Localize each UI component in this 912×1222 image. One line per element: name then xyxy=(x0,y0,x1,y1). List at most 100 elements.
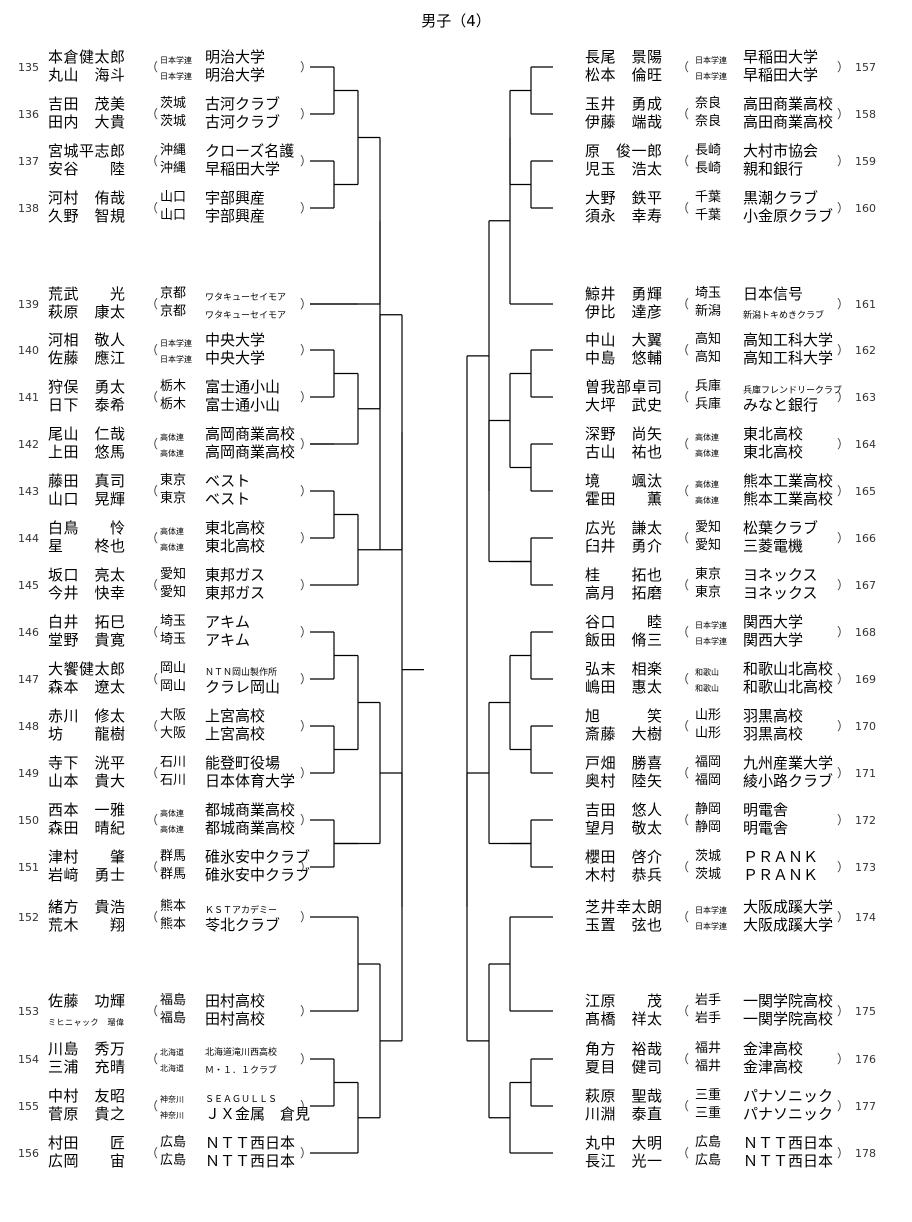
entry-row: 境 颯汰霍田 薫（高体連高体連熊本工業高校熊本工業高校）165 xyxy=(557,472,887,512)
club-name: 富士通小山 xyxy=(205,396,281,414)
club-name: ＫＳＴアカデミー xyxy=(205,906,278,916)
prefecture: 山形 xyxy=(695,708,722,723)
club-name: ＮＴＴ西日本 xyxy=(743,1134,834,1152)
entry-number: 164 xyxy=(855,438,876,451)
club-name: 金津高校 xyxy=(743,1040,804,1058)
club-name: ＳＥＡＧＵＬＬＳ xyxy=(205,1095,278,1105)
partner-name: 岩﨑 勇士 xyxy=(48,866,126,884)
page-title: 男子（4） xyxy=(421,12,491,30)
entry-number: 151 xyxy=(18,861,39,874)
player-name: 村田 匠 xyxy=(48,1134,126,1152)
prefecture: 新潟 xyxy=(695,304,722,319)
entry-number: 177 xyxy=(855,1100,876,1113)
club-name: 兵庫フレンドリークラブ xyxy=(743,386,843,396)
partner-name: 田内 大貴 xyxy=(48,113,126,131)
player-name: 津村 肇 xyxy=(48,848,126,866)
club-name: 一関学院高校 xyxy=(743,1010,834,1028)
club-name: 早稲田大学 xyxy=(205,160,281,178)
club-name: 日本体育大学 xyxy=(205,772,296,790)
paren: ） xyxy=(837,860,850,874)
player-name: 吉田 茂美 xyxy=(48,95,126,113)
paren: ） xyxy=(300,437,313,451)
prefecture: 日本学連 xyxy=(160,72,192,81)
player-name: 佐藤 功輝 xyxy=(48,992,126,1010)
partner-name: 堂野 貴寛 xyxy=(48,631,126,649)
entry-number: 143 xyxy=(18,485,39,498)
entry-row: 角方 裕哉夏目 健司（福井福井金津高校金津高校）176 xyxy=(557,1040,887,1080)
prefecture: 三重 xyxy=(695,1088,722,1103)
prefecture: 日本学連 xyxy=(695,922,727,931)
entry-number: 140 xyxy=(18,344,39,357)
prefecture: 日本学連 xyxy=(695,637,727,646)
paren: （ xyxy=(677,672,690,686)
player-name: 寺下 洸平 xyxy=(48,754,126,772)
paren: （ xyxy=(677,860,690,874)
partner-name: 丸山 海斗 xyxy=(48,66,126,84)
entry-number: 172 xyxy=(855,814,876,827)
prefecture: 埼玉 xyxy=(160,614,187,629)
paren: ） xyxy=(837,390,850,404)
paren: （ xyxy=(677,484,690,498)
entry-number: 142 xyxy=(18,438,39,451)
prefecture: 岩手 xyxy=(695,1011,722,1026)
entry-row: 長尾 景陽松本 倫旺（日本学連日本学連早稲田大学早稲田大学）157 xyxy=(557,48,887,88)
player-name: 狩俣 勇太 xyxy=(48,378,126,396)
club-name: ＰＲＡＮＫ xyxy=(743,866,819,884)
entry-number: 162 xyxy=(855,344,876,357)
entry-number: 163 xyxy=(855,391,876,404)
paren: ） xyxy=(300,578,313,592)
prefecture: 日本学連 xyxy=(160,339,192,348)
player-name: 萩原 聖哉 xyxy=(585,1087,663,1105)
prefecture: 山形 xyxy=(695,726,722,741)
prefecture: 奈良 xyxy=(695,114,722,129)
entry-row: 中山 大翼中島 悠輔（高知高知高知工科大学高知工科大学）162 xyxy=(557,331,887,371)
prefecture: 愛知 xyxy=(695,538,722,553)
club-name: 金津高校 xyxy=(743,1058,804,1076)
club-name: 東北高校 xyxy=(743,425,804,443)
club-name: 高知工科大学 xyxy=(743,349,834,367)
club-name: 高田商業高校 xyxy=(743,113,834,131)
paren: （ xyxy=(146,813,159,827)
entry-number: 175 xyxy=(855,1005,876,1018)
player-name: 深野 尚矢 xyxy=(585,425,663,443)
prefecture: 愛知 xyxy=(160,567,187,582)
prefecture: 日本学連 xyxy=(160,56,192,65)
partner-name: 伊藤 端哉 xyxy=(585,113,663,131)
paren: ） xyxy=(837,910,850,924)
paren: ） xyxy=(837,343,850,357)
player-name: 尾山 仁哉 xyxy=(48,425,126,443)
entry-row: 弘末 相楽嶋田 惠太（和歌山和歌山和歌山北高校和歌山北高校）169 xyxy=(557,660,887,700)
prefecture: 高知 xyxy=(695,350,722,365)
player-name: 本倉健太郎 xyxy=(48,48,126,66)
player-name: 坂口 亮太 xyxy=(48,566,126,584)
prefecture: 岡山 xyxy=(160,679,187,694)
player-name: 大野 鉄平 xyxy=(585,189,663,207)
club-name: 一関学院高校 xyxy=(743,992,834,1010)
club-name: アキム xyxy=(205,631,251,649)
prefecture: 三重 xyxy=(695,1106,722,1121)
player-name: 広光 謙太 xyxy=(585,519,663,537)
paren: ） xyxy=(837,60,850,74)
prefecture: 埼玉 xyxy=(160,632,187,647)
club-name: Ｍ・１．１クラブ xyxy=(205,1066,278,1076)
paren: （ xyxy=(146,343,159,357)
prefecture: 長崎 xyxy=(695,161,722,176)
player-name: 吉田 悠人 xyxy=(585,801,663,819)
paren: ） xyxy=(837,625,850,639)
paren: ） xyxy=(837,719,850,733)
paren: ） xyxy=(837,201,850,215)
partner-name: 高月 拓磨 xyxy=(585,584,663,602)
player-name: 赤川 修太 xyxy=(48,707,126,725)
paren: （ xyxy=(146,860,159,874)
club-name: 関西大学 xyxy=(743,613,804,631)
prefecture: 石川 xyxy=(160,773,187,788)
paren: （ xyxy=(677,578,690,592)
partner-name: 木村 恭兵 xyxy=(585,866,663,884)
paren: ） xyxy=(837,531,850,545)
partner-name: ミヒニャック 瑠偉 xyxy=(48,1018,125,1027)
entry-row: 玉井 勇成伊藤 端哉（奈良奈良高田商業高校高田商業高校）158 xyxy=(557,95,887,135)
paren: ） xyxy=(300,1099,313,1113)
